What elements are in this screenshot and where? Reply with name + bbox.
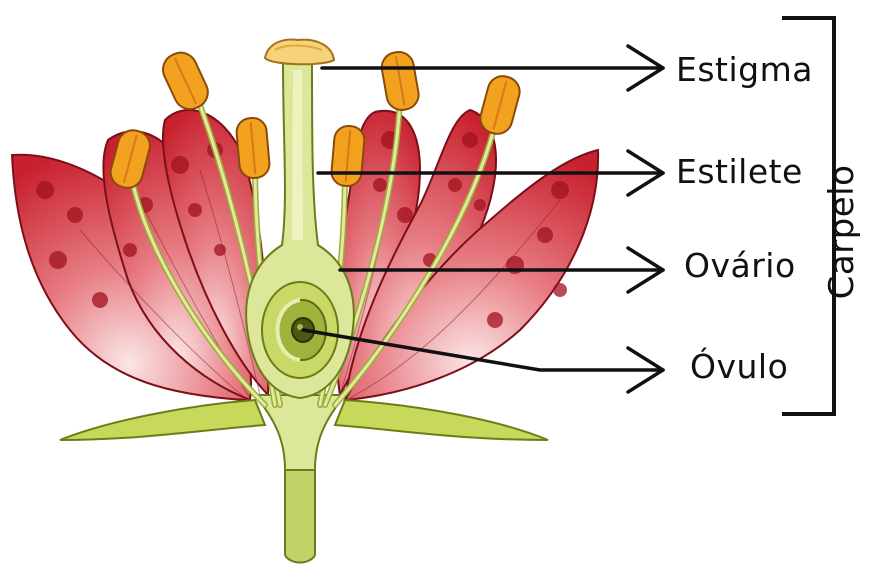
receptacle <box>255 395 345 470</box>
label-estilete: Estilete <box>676 152 803 191</box>
carpel <box>246 40 354 398</box>
anther-1 <box>158 47 213 114</box>
stigma <box>265 40 334 65</box>
sepal-right <box>335 400 548 440</box>
sepals <box>60 395 548 563</box>
label-ovulo: Óvulo <box>690 347 788 386</box>
pedicel <box>285 470 315 563</box>
anther-4 <box>330 125 365 187</box>
anther-6 <box>477 73 523 137</box>
anther-5 <box>379 50 421 113</box>
anther-3 <box>235 117 270 179</box>
label-estigma: Estigma <box>676 50 813 89</box>
label-ovario: Ovário <box>684 246 796 285</box>
label-carpelo: Carpelo <box>822 165 862 300</box>
sepal-left <box>60 400 265 440</box>
